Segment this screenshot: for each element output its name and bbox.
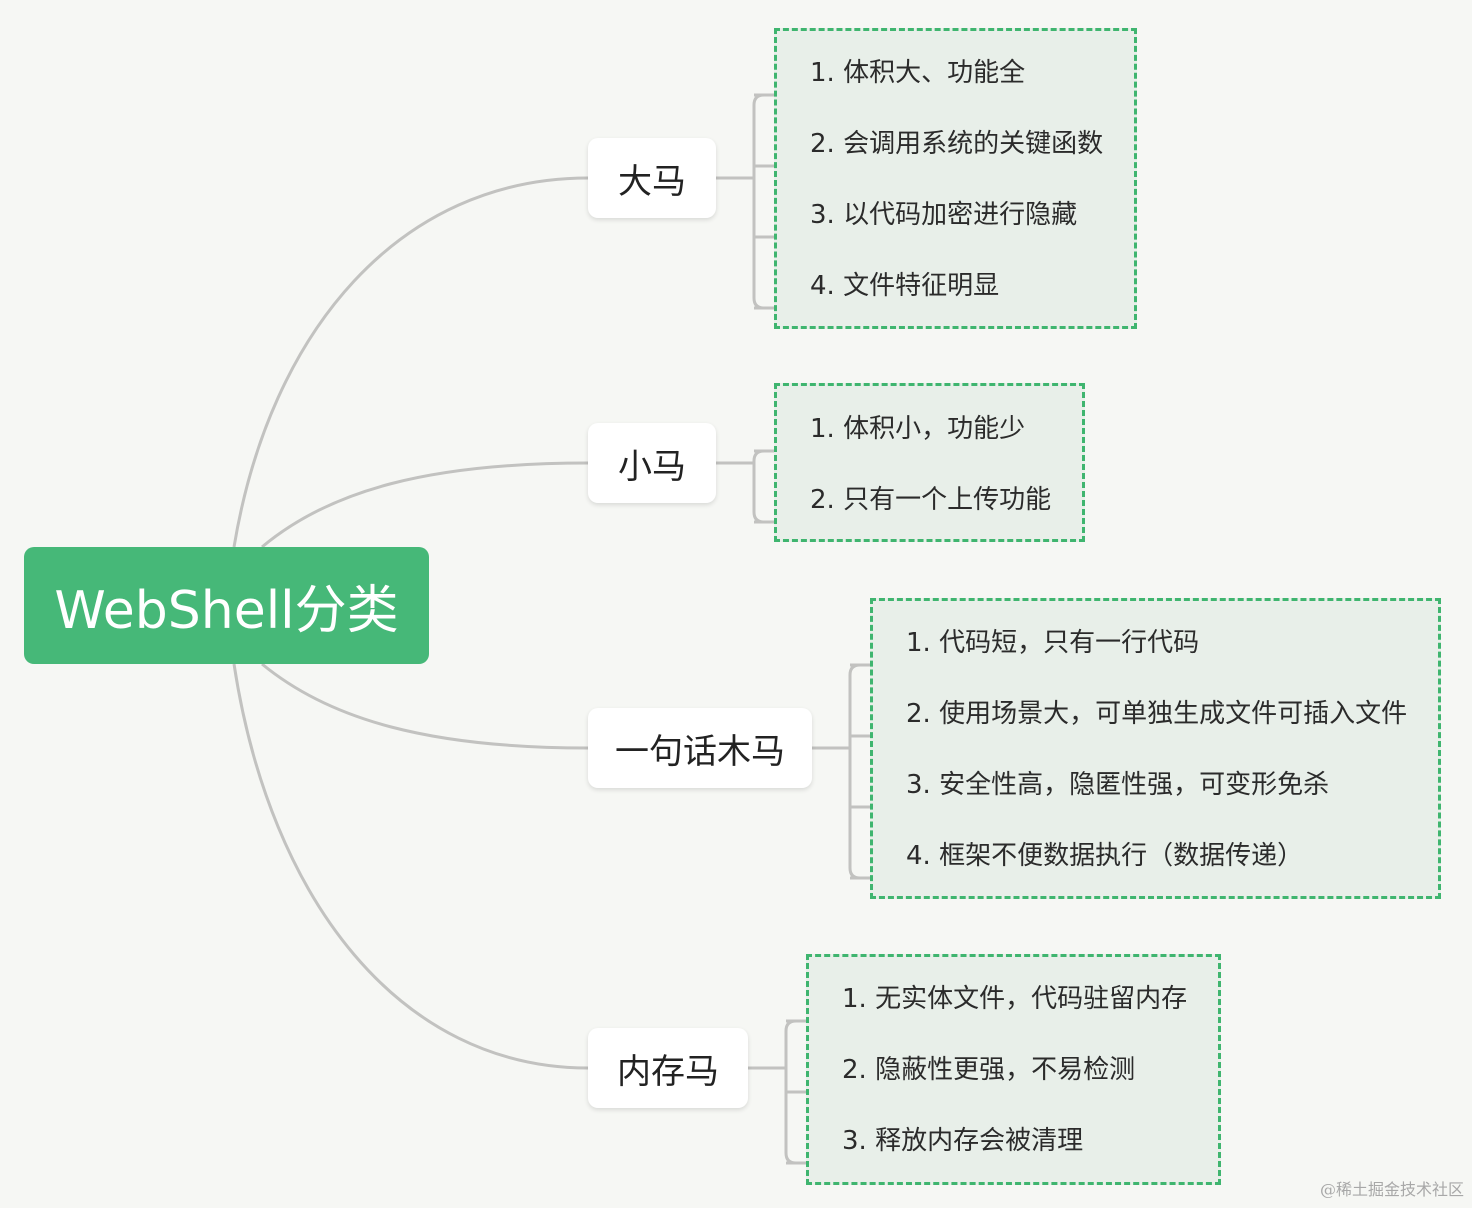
group-xiaoma <box>774 383 1085 542</box>
branch-node-dama[interactable]: 大马 <box>588 138 716 218</box>
leaf-item[interactable]: 1. 体积大、功能全 <box>810 58 1026 88</box>
connector-root-neicunma <box>232 663 589 1070</box>
connector-bracket <box>848 663 861 880</box>
leaf-item[interactable]: 3. 安全性高，隐匿性强，可变形免杀 <box>906 770 1330 800</box>
connector-root-dama <box>232 176 589 548</box>
branch-node-neicunma[interactable]: 内存马 <box>588 1028 748 1108</box>
group-dama <box>774 28 1137 329</box>
leaf-item[interactable]: 1. 代码短，只有一行代码 <box>906 628 1200 658</box>
connector-root-yijuhua <box>261 662 589 750</box>
watermark: @稀土掘金技术社区 <box>1319 1180 1464 1199</box>
branch-node-yijuhua[interactable]: 一句话木马 <box>588 708 812 788</box>
group-neicunma <box>806 954 1221 1185</box>
leaf-item[interactable]: 2. 会调用系统的关键函数 <box>810 129 1104 159</box>
root-node[interactable]: WebShell分类 <box>24 547 429 664</box>
connector-bracket <box>752 93 765 310</box>
leaf-item[interactable]: 1. 无实体文件，代码驻留内存 <box>842 984 1188 1014</box>
connector-root-xiaoma <box>261 461 589 549</box>
branch-node-xiaoma[interactable]: 小马 <box>588 423 716 503</box>
leaf-item[interactable]: 2. 隐蔽性更强，不易检测 <box>842 1055 1136 1085</box>
leaf-item[interactable]: 4. 框架不便数据执行（数据传递） <box>906 841 1304 871</box>
connector-bracket <box>752 449 765 524</box>
leaf-item[interactable]: 3. 以代码加密进行隐藏 <box>810 200 1078 230</box>
leaf-item[interactable]: 1. 体积小，功能少 <box>810 414 1026 444</box>
group-yijuhua <box>870 598 1441 899</box>
leaf-item[interactable]: 3. 释放内存会被清理 <box>842 1126 1084 1156</box>
leaf-item[interactable]: 4. 文件特征明显 <box>810 271 1000 301</box>
leaf-item[interactable]: 2. 使用场景大，可单独生成文件可插入文件 <box>906 699 1408 729</box>
leaf-item[interactable]: 2. 只有一个上传功能 <box>810 485 1052 515</box>
